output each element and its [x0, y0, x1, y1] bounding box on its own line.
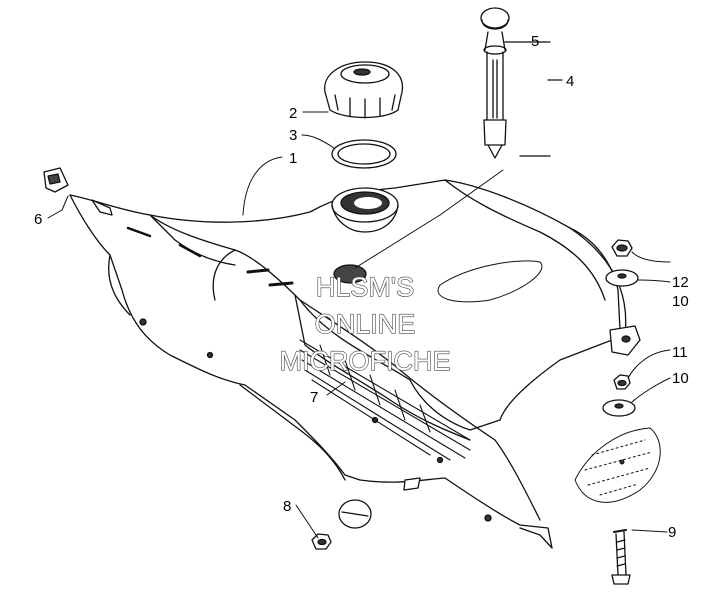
filler-neck: [331, 187, 399, 233]
watermark-line-3: MICROFICHE: [280, 346, 451, 376]
fuel-cap: [324, 61, 404, 119]
watermark-line-1: HLSM'S: [316, 272, 414, 302]
callout-2: 2: [289, 105, 297, 122]
callout-5: 5: [531, 33, 539, 50]
sender-port: [333, 264, 367, 284]
fuel-tank: [69, 179, 641, 431]
spacer-grommet: [338, 499, 372, 529]
nut-part-8: [311, 533, 332, 550]
callout-10-upper: 10: [672, 293, 689, 310]
washer-part-10-upper: [605, 269, 639, 287]
callout-3: 3: [289, 127, 297, 144]
washer-part-10-lower: [602, 399, 636, 417]
mounting-tab: [43, 167, 69, 193]
bolt-part-9: [611, 529, 631, 585]
callout-11: 11: [672, 344, 688, 361]
watermark-line-2: ONLINE: [315, 309, 416, 339]
mount-stud: [403, 477, 421, 491]
callout-12: 12: [672, 274, 689, 291]
callout-1: 1: [289, 150, 297, 167]
nut-part-11: [613, 374, 631, 390]
heat-shield: [574, 427, 661, 503]
tank-shroud: [69, 194, 553, 549]
callout-7: 7: [310, 389, 318, 406]
callout-10-lower: 10: [672, 370, 689, 387]
cap-gasket: [331, 139, 397, 169]
nut-part-12: [611, 239, 633, 257]
shroud-vent-grille: [299, 339, 471, 461]
sender-bracket-lines: [504, 41, 563, 157]
fuel-sender: [480, 7, 510, 159]
callout-6: 6: [34, 211, 42, 228]
leader-lines: [47, 41, 671, 539]
callout-9: 9: [668, 524, 676, 541]
callout-8: 8: [283, 498, 291, 515]
callout-4: 4: [566, 73, 574, 90]
